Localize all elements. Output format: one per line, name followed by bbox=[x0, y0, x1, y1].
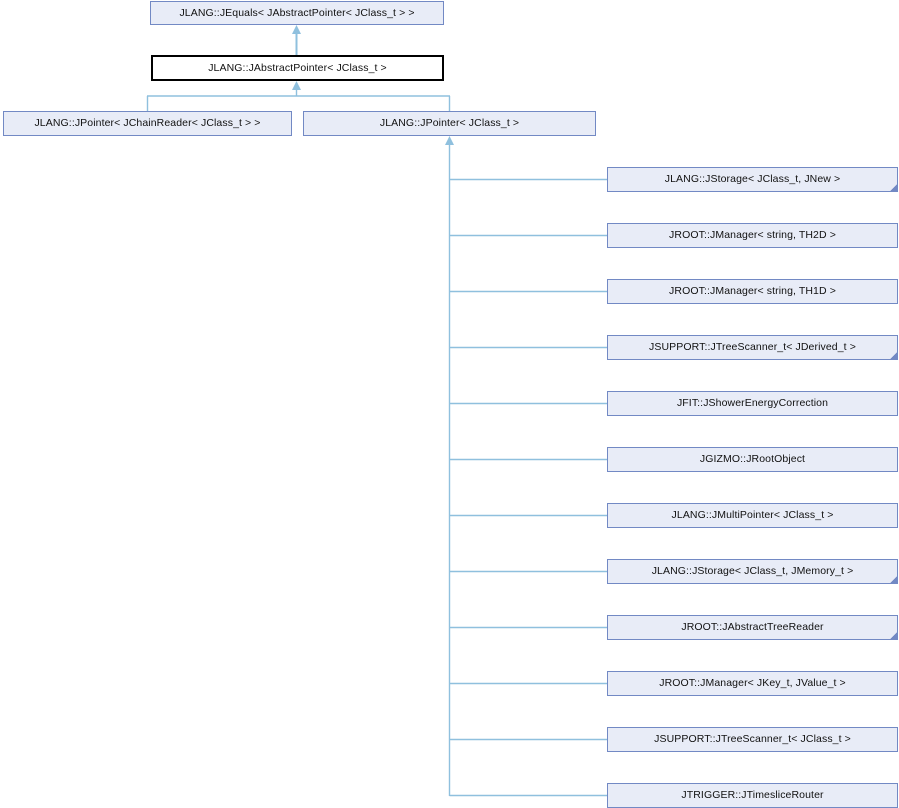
class-node-label: JGIZMO::JRootObject bbox=[699, 453, 806, 466]
class-node-label: JROOT::JManager< string, TH1D > bbox=[669, 285, 836, 298]
class-node-label: JLANG::JPointer< JClass_t > bbox=[379, 117, 520, 130]
class-node-label: JROOT::JAbstractTreeReader bbox=[681, 621, 824, 634]
class-node-jstorage-jmemory[interactable]: JLANG::JStorage< JClass_t, JMemory_t > bbox=[607, 559, 898, 584]
class-node-jtreescanner-jclass[interactable]: JSUPPORT::JTreeScanner_t< JClass_t > bbox=[607, 727, 898, 752]
class-node-label: JTRIGGER::JTimesliceRouter bbox=[681, 789, 824, 802]
class-node-label: JLANG::JEquals< JAbstractPointer< JClass… bbox=[179, 6, 415, 19]
edge-jpointer-trunk bbox=[445, 136, 454, 796]
class-node-jabstractpointer[interactable]: JLANG::JAbstractPointer< JClass_t > bbox=[151, 55, 444, 81]
class-node-label: JLANG::JMultiPointer< JClass_t > bbox=[671, 509, 834, 522]
edge-jabstractpointer-children bbox=[146, 81, 451, 111]
class-node-jmanager-jkey-jvalue[interactable]: JROOT::JManager< JKey_t, JValue_t > bbox=[607, 671, 898, 696]
class-node-jstorage-jnew[interactable]: JLANG::JStorage< JClass_t, JNew > bbox=[607, 167, 898, 192]
class-node-jtimeslicerouter[interactable]: JTRIGGER::JTimesliceRouter bbox=[607, 783, 898, 808]
edge-branches bbox=[449, 178, 607, 797]
class-node-label: JSUPPORT::JTreeScanner_t< JDerived_t > bbox=[649, 341, 856, 354]
class-node-label: JROOT::JManager< string, TH2D > bbox=[669, 229, 836, 242]
class-node-label: JLANG::JAbstractPointer< JClass_t > bbox=[208, 61, 387, 74]
class-node-label: JFIT::JShowerEnergyCorrection bbox=[676, 397, 829, 410]
class-node-jmultipointer[interactable]: JLANG::JMultiPointer< JClass_t > bbox=[607, 503, 898, 528]
class-node-jmanager-string-th2d[interactable]: JROOT::JManager< string, TH2D > bbox=[607, 223, 898, 248]
class-node-label: JLANG::JStorage< JClass_t, JNew > bbox=[664, 173, 841, 186]
class-node-label: JSUPPORT::JTreeScanner_t< JClass_t > bbox=[654, 733, 851, 746]
class-node-label: JLANG::JPointer< JChainReader< JClass_t … bbox=[34, 117, 261, 130]
class-node-jabstracttreereader[interactable]: JROOT::JAbstractTreeReader bbox=[607, 615, 898, 640]
class-node-jpointer-jclass[interactable]: JLANG::JPointer< JClass_t > bbox=[303, 111, 596, 136]
class-node-label: JROOT::JManager< JKey_t, JValue_t > bbox=[659, 677, 846, 690]
class-node-label: JLANG::JStorage< JClass_t, JMemory_t > bbox=[651, 565, 854, 578]
class-node-jpointer-jchainreader[interactable]: JLANG::JPointer< JChainReader< JClass_t … bbox=[3, 111, 292, 136]
class-node-jtreescanner-jderived[interactable]: JSUPPORT::JTreeScanner_t< JDerived_t > bbox=[607, 335, 898, 360]
class-node-jmanager-string-th1d[interactable]: JROOT::JManager< string, TH1D > bbox=[607, 279, 898, 304]
class-node-jrootobject[interactable]: JGIZMO::JRootObject bbox=[607, 447, 898, 472]
class-node-jshowerenergycorrection[interactable]: JFIT::JShowerEnergyCorrection bbox=[607, 391, 898, 416]
edge-jabstractpointer-to-jequals bbox=[292, 25, 301, 55]
class-node-jequals[interactable]: JLANG::JEquals< JAbstractPointer< JClass… bbox=[150, 1, 444, 25]
